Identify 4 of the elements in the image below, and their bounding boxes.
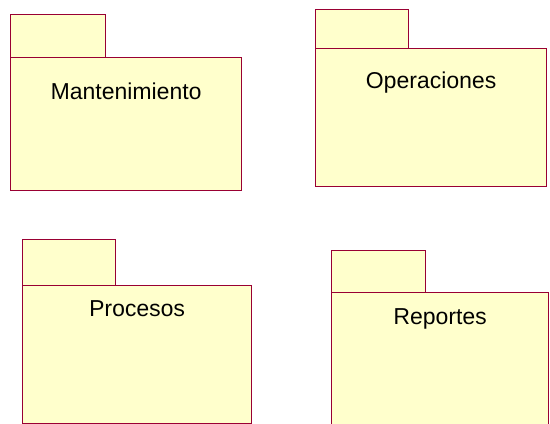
package-name: Operaciones xyxy=(366,67,496,94)
package-name: Mantenimiento xyxy=(50,78,202,105)
package-name: Procesos xyxy=(89,295,185,322)
package-name: Reportes xyxy=(393,303,487,330)
